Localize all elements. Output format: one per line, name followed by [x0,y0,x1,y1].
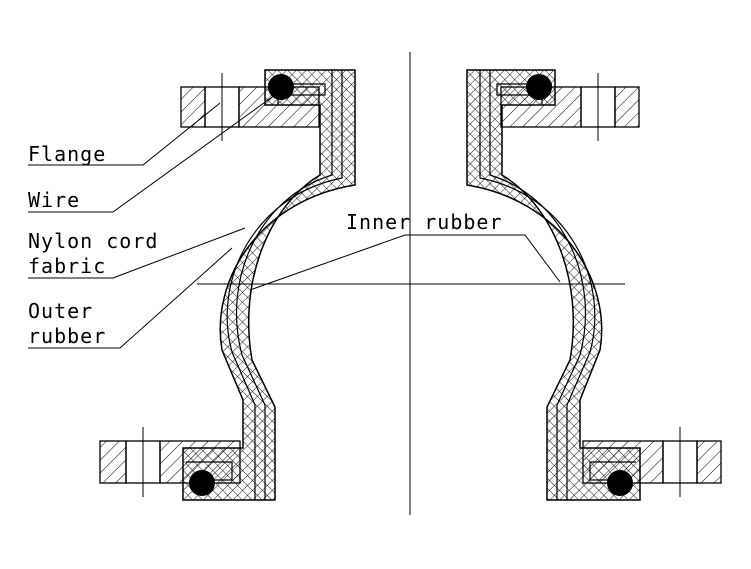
outer-rubber-leader [28,247,233,349]
label-outer-line1: Outer [28,299,93,323]
label-flange: Flange [28,142,106,166]
label-wire: Wire [28,188,80,212]
inner-rubber-leader [249,234,561,291]
rubber-body-left [182,69,356,501]
flange-leader [28,102,221,166]
leader-lines [28,94,561,349]
wire-bead-top-right [526,74,552,100]
nylon-leader [28,227,246,279]
label-inner-rubber: Inner rubber [346,210,503,234]
wire-bead-top-left [268,74,294,100]
wire-leader [28,94,276,213]
label-nylon-line1: Nylon cord [28,229,158,253]
label-nylon-line2: fabric [28,254,106,278]
wire-bead-bottom-right [607,470,633,496]
wire-bead-bottom-left [189,470,215,496]
label-outer-line2: rubber [28,324,106,348]
rubber-body-right [466,69,641,501]
